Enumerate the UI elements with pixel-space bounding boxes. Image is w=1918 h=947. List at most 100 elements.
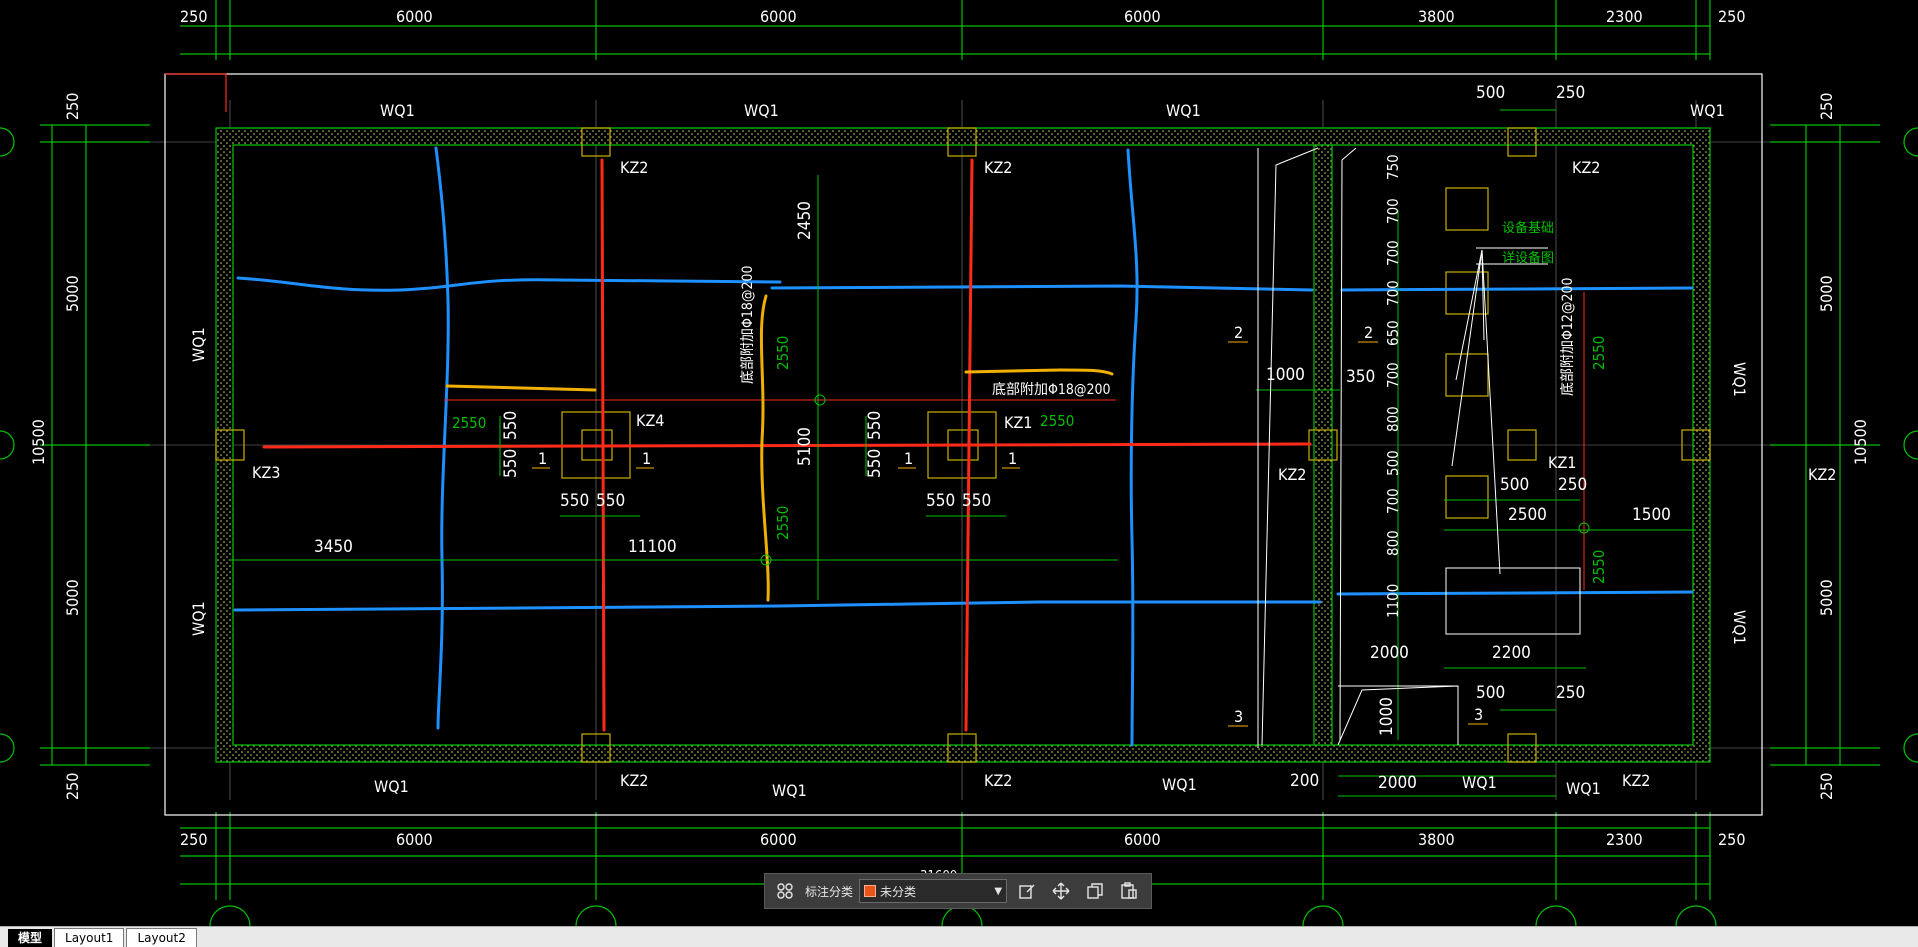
tab-layout1[interactable]: Layout1 <box>54 928 125 947</box>
red-corner-mark <box>165 73 227 112</box>
layout-tab-bar: 模型 Layout1 Layout2 <box>0 926 1918 947</box>
green-dim: 2550 <box>774 336 792 370</box>
column-label: KZ3 <box>252 463 280 482</box>
rebar-notes: 底部附加Φ18@200 底部附加Φ18@200 底部附加Φ12@200 <box>740 265 1576 398</box>
section-underlines <box>532 341 1488 727</box>
column-label: KZ2 <box>984 158 1012 177</box>
wall-label: WQ1 <box>1162 775 1197 794</box>
white-dim: 550 <box>865 411 885 440</box>
section-mark: 2 <box>1234 323 1243 342</box>
wall-label: WQ1 <box>744 101 779 120</box>
white-dim: 550 <box>865 449 885 478</box>
stack-dim: 700 <box>1384 488 1402 514</box>
green-dim: 2550 <box>1590 336 1608 370</box>
dim-text: 3800 <box>1418 7 1455 26</box>
dim-text: 250 <box>63 773 82 800</box>
red-beams <box>262 158 1312 732</box>
dim-text: 6000 <box>1124 830 1161 849</box>
dim-text: 6000 <box>760 830 797 849</box>
dim-text: 3800 <box>1418 830 1455 849</box>
dim-text: 250 <box>1817 773 1836 800</box>
column-label: KZ2 <box>620 771 648 790</box>
dim-text: 250 <box>1718 7 1745 26</box>
equipment-note: 设备基础 <box>1502 220 1554 236</box>
tab-model[interactable]: 模型 <box>8 929 53 947</box>
category-label: 标注分类 <box>805 884 854 899</box>
white-dim: 550 <box>560 491 589 511</box>
stack-dim: 500 <box>1384 450 1402 476</box>
yellow-rebar <box>445 294 1114 602</box>
edit-icon[interactable] <box>1013 877 1041 905</box>
side-dimension-chains <box>0 124 1918 766</box>
column-label: KZ4 <box>636 411 664 430</box>
column-label: KZ2 <box>620 158 648 177</box>
dim-text: 5000 <box>63 275 82 312</box>
wall-label: WQ1 <box>189 327 208 362</box>
annotation-toolbar: 标注分类 未分类 ▼ <box>764 873 1152 909</box>
top-dimension-chain <box>180 0 1711 60</box>
stack-dim: 650 <box>1384 320 1402 346</box>
stack-dim: 700 <box>1384 240 1402 266</box>
category-select[interactable]: 未分类 ▼ <box>859 879 1008 903</box>
white-dim: 3450 <box>314 537 353 557</box>
stack-dim: 1100 <box>1384 584 1402 618</box>
wall-label: WQ1 <box>1730 610 1749 645</box>
stack-dim: 700 <box>1384 280 1402 306</box>
stack-dim: 800 <box>1384 530 1402 556</box>
dim-text: 5000 <box>1817 275 1836 312</box>
white-dim: 500 <box>1500 475 1529 495</box>
thin-red-lines <box>444 292 1585 590</box>
dim-text: 250 <box>1718 830 1745 849</box>
column-label: KZ2 <box>1622 771 1650 790</box>
section-marks: 1 1 1 1 2 2 3 3 <box>538 323 1483 726</box>
green-dims: 2550 2550 2550 2550 2550 2550 <box>452 336 1608 584</box>
outer-frame <box>164 73 1763 816</box>
white-dim: 500 <box>1476 683 1505 703</box>
wall-label: WQ1 <box>189 601 208 636</box>
column-label: KZ2 <box>1808 465 1836 484</box>
white-dim: 2500 <box>1508 505 1547 525</box>
green-dim: 2550 <box>1040 412 1074 430</box>
white-dim: 550 <box>926 491 955 511</box>
equipment-notes: 设备基础 详设备图 <box>1502 220 1554 266</box>
paste-icon[interactable] <box>1115 877 1143 905</box>
category-select-value: 未分类 <box>880 884 917 899</box>
white-dim: 550 <box>962 491 991 511</box>
dim-text: 6000 <box>1124 7 1161 26</box>
copy-icon[interactable] <box>1081 877 1109 905</box>
white-dim: 11100 <box>628 537 677 557</box>
stack-dim: 750 <box>1384 154 1402 180</box>
white-dim: 550 <box>501 449 521 478</box>
wall-label: WQ1 <box>1730 362 1749 397</box>
wall-label: WQ1 <box>1566 779 1601 798</box>
dim-text: 10500 <box>29 419 48 465</box>
dim-text: 10500 <box>1851 419 1870 465</box>
white-dim: 550 <box>501 411 521 440</box>
white-dim: 1000 <box>1377 697 1397 736</box>
white-dim: 550 <box>596 491 625 511</box>
move-icon[interactable] <box>1047 877 1075 905</box>
white-dim: 2450 <box>795 201 815 240</box>
white-dim: 250 <box>1558 475 1587 495</box>
cad-drawing[interactable]: 250 6000 6000 6000 3800 2300 250 250 600… <box>0 0 1918 926</box>
wall-label: WQ1 <box>1166 101 1201 120</box>
tab-layout2[interactable]: Layout2 <box>126 928 197 947</box>
white-dim: 2000 <box>1370 643 1409 663</box>
stacked-dims: 750 700 700 700 650 700 800 500 700 800 … <box>1384 154 1402 618</box>
category-color-swatch <box>864 885 877 897</box>
white-dim: 250 <box>1556 83 1585 103</box>
white-dims: 2450 5100 3450 11100 550 550 550 550 550… <box>314 83 1671 793</box>
grid-icon[interactable] <box>771 877 799 905</box>
section-mark: 3 <box>1474 705 1483 724</box>
wall-label: WQ1 <box>1690 101 1725 120</box>
wall-labels: WQ1 WQ1 WQ1 WQ1 WQ1 WQ1 WQ1 WQ1 WQ1 WQ1 … <box>189 101 1749 800</box>
column-labels: KZ2 KZ2 KZ2 KZ2 KZ2 KZ2 KZ2 KZ2 KZ3 KZ4 … <box>252 158 1836 790</box>
section-mark: 1 <box>538 449 547 468</box>
dim-text: 6000 <box>396 830 433 849</box>
section-mark: 3 <box>1234 707 1243 726</box>
white-dim: 250 <box>1556 683 1585 703</box>
drawing-canvas[interactable]: 250 6000 6000 6000 3800 2300 250 250 600… <box>0 0 1918 926</box>
white-dim: 1000 <box>1266 365 1305 385</box>
green-dim: 2550 <box>774 506 792 540</box>
stack-dim: 800 <box>1384 406 1402 432</box>
